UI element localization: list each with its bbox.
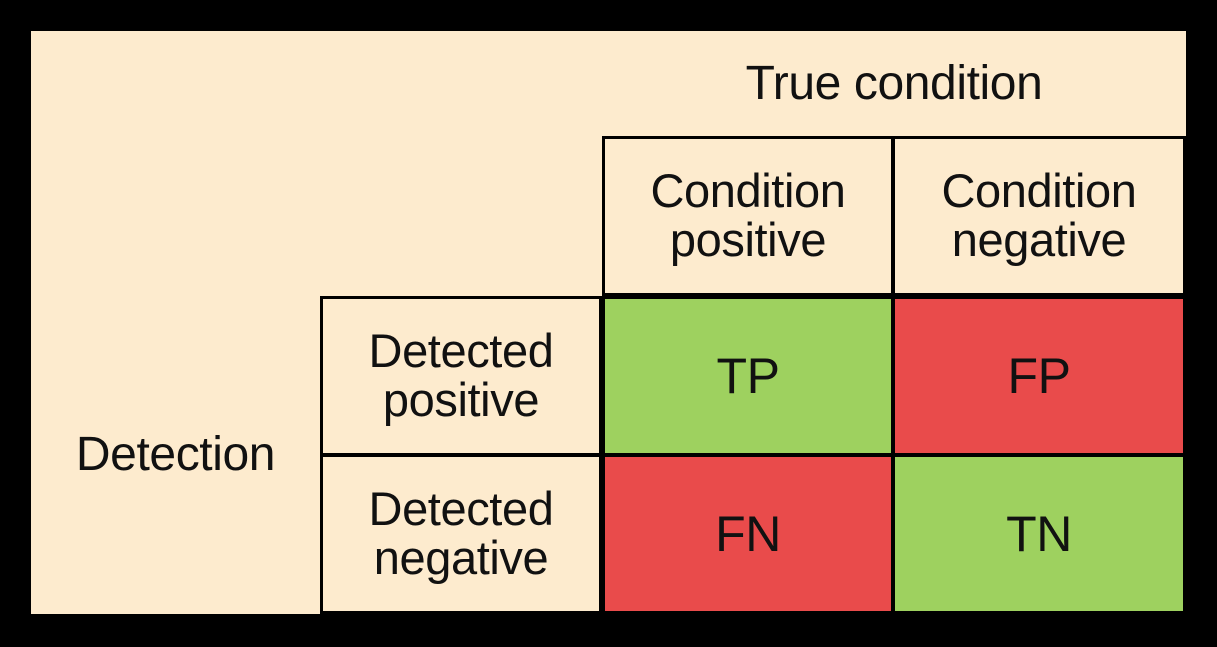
cell-true-negative: TN: [893, 455, 1186, 614]
row-header-detected-negative-line1: Detected: [368, 482, 554, 536]
row-axis-label: Detection: [75, 428, 276, 482]
row-header-detected-negative: Detected negative: [320, 455, 602, 614]
column-header-condition-negative: Condition negative: [893, 136, 1186, 296]
column-header-condition-positive: Condition positive: [602, 136, 893, 296]
row-header-detected-positive-line1: Detected: [368, 324, 554, 378]
cell-false-negative: FN: [602, 455, 893, 614]
cell-false-positive: FP: [893, 296, 1186, 455]
row-header-detected-positive-line2: positive: [382, 373, 540, 426]
column-axis-label: True condition: [745, 56, 1043, 110]
cell-true-positive: TP: [602, 296, 893, 455]
row-header-detected-negative-line2: negative: [373, 531, 549, 584]
row-header-detected-positive: Detected positive: [320, 296, 602, 455]
column-header-condition-positive-line1: Condition: [650, 164, 846, 218]
column-header-condition-negative-line1: Condition: [941, 164, 1137, 218]
column-header-condition-positive-line2: positive: [669, 213, 827, 266]
column-header-condition-negative-line2: negative: [951, 213, 1127, 266]
matrix-frame: True condition Condition positive Condit…: [31, 31, 1186, 614]
